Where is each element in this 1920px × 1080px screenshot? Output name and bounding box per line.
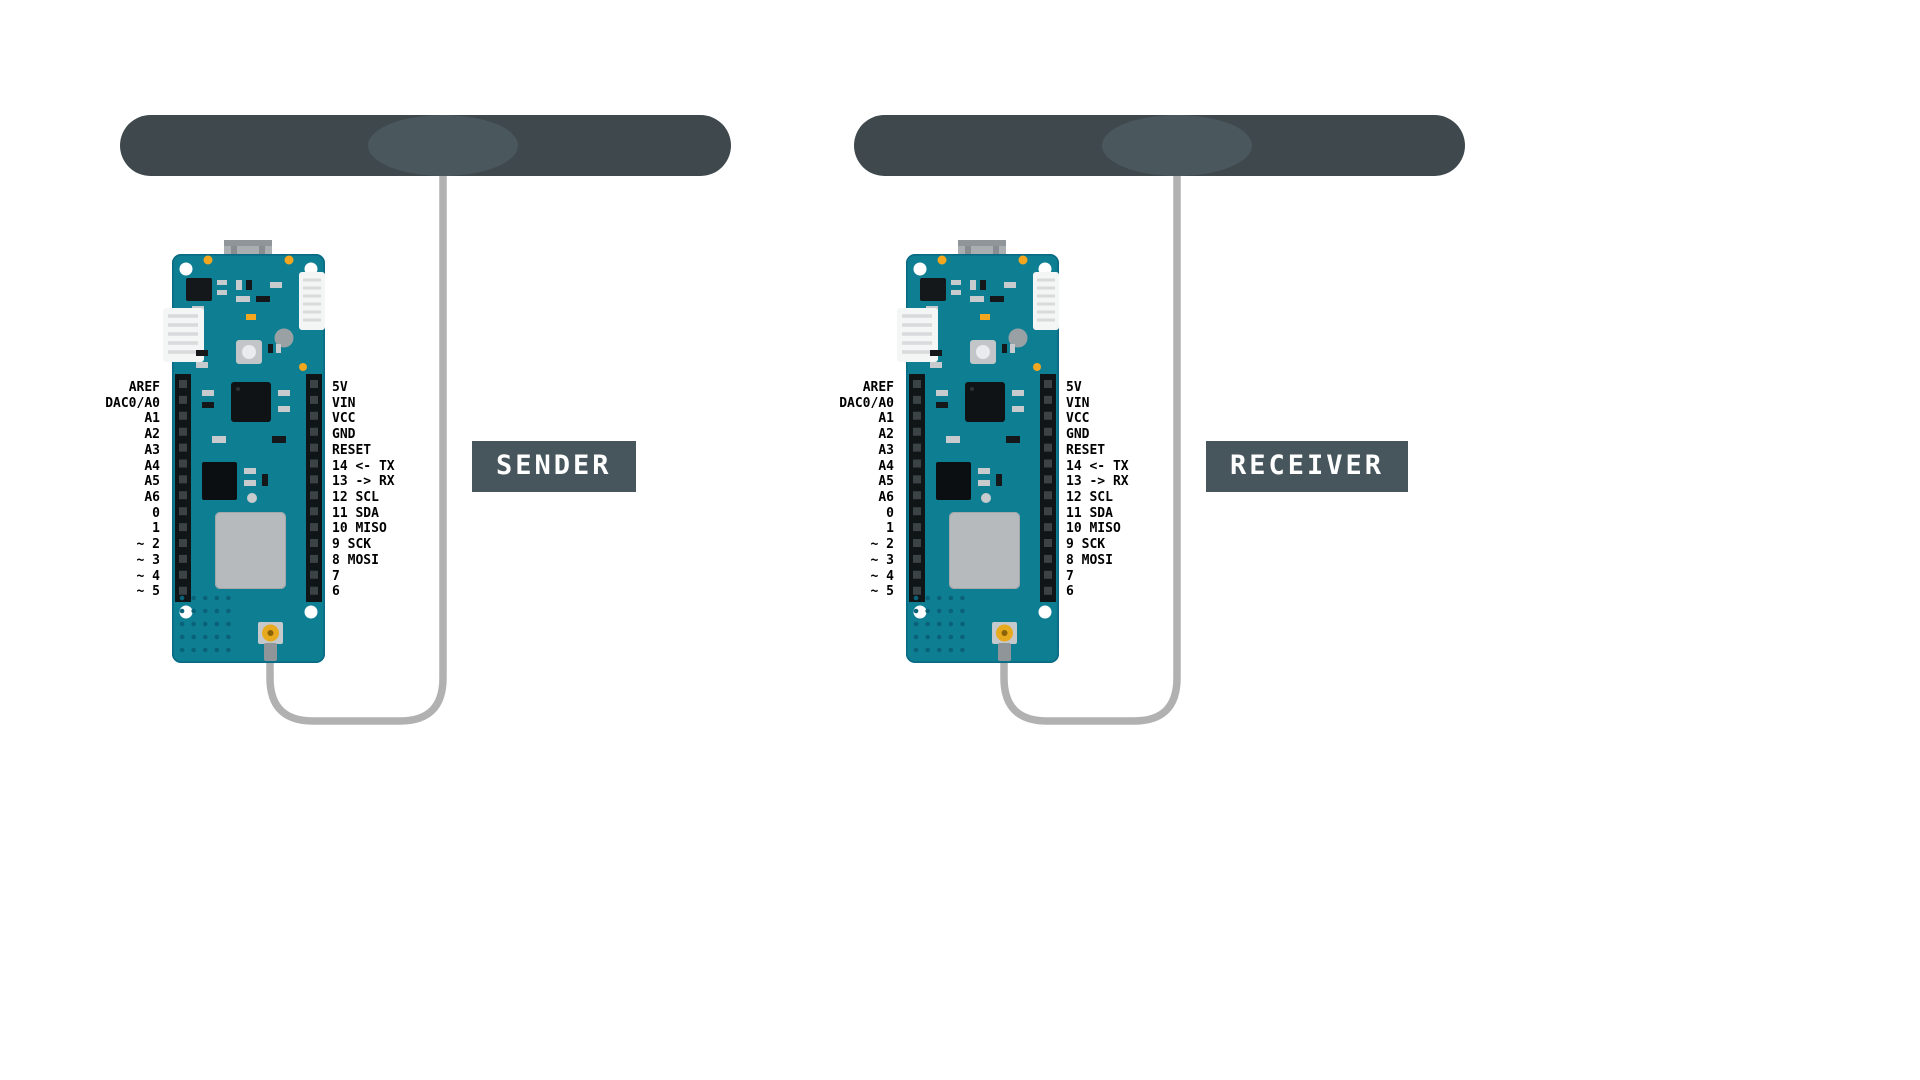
pin-label: A4 [144,458,160,474]
pin-label: ~ 3 [870,552,894,568]
pin-label: ~ 5 [136,584,160,600]
receiver-arduino-mkr-board [896,240,1069,663]
pin-label: 5V [1066,380,1082,395]
pin-label: 8 MOSI [332,552,379,568]
antenna-highlight [368,115,518,176]
sender-antenna [120,115,731,176]
pin-label: A1 [878,411,894,427]
pin-label: 13 -> RX [332,474,395,490]
sender-antenna-cable [266,172,447,725]
pin-label: A6 [878,490,894,506]
pin-label: VCC [1066,411,1090,427]
pin-label: ~ 4 [136,568,160,584]
receiver-role-label: RECEIVER [1206,441,1409,492]
pin-label: 0 [886,505,894,521]
pin-label: GND [1066,427,1090,443]
pin-label: ~ 5 [870,584,894,600]
pin-label: VIN [332,395,356,411]
pin-label: 11 SDA [1066,505,1113,521]
pin-label: ~ 3 [136,552,160,568]
pin-label: 1 [886,521,894,537]
pin-label: AREF [862,380,894,395]
pin-label: ~ 4 [870,568,894,584]
pin-label: RESET [332,442,372,458]
pin-label: 10 MISO [1066,521,1121,537]
pin-label: A5 [878,474,894,490]
pin-label: 9 SCK [1066,537,1106,553]
antenna-highlight [1102,115,1252,176]
pin-label: 14 <- TX [332,458,395,474]
pin-label: A2 [878,427,894,443]
pin-label: A3 [144,442,160,458]
pin-label: DAC0/A0 [105,395,160,411]
pin-label: 14 <- TX [1066,458,1129,474]
pin-label: A6 [144,490,160,506]
pin-label: VCC [332,411,356,427]
pin-label: 6 [332,584,340,600]
sender-role-label: SENDER [472,441,636,492]
pin-label: DAC0/A0 [839,395,894,411]
pin-label: ~ 2 [870,537,894,553]
pin-label: 0 [152,505,160,521]
pin-label: 10 MISO [332,521,387,537]
pin-label: 1 [152,521,160,537]
pin-label: A3 [878,442,894,458]
pin-label: 11 SDA [332,505,379,521]
pin-label: 5V [332,380,348,395]
pin-label: 13 -> RX [1066,474,1129,490]
pin-label: AREF [128,380,160,395]
pin-label: A1 [144,411,160,427]
pin-label: 8 MOSI [1066,552,1113,568]
pin-label: 6 [1066,584,1074,600]
pin-label: VIN [1066,395,1090,411]
receiver-antenna [854,115,1465,176]
pin-label: A2 [144,427,160,443]
pin-label: ~ 2 [136,537,160,553]
pin-label: RESET [1066,442,1106,458]
sender-arduino-mkr-board [162,240,335,663]
pin-label: 12 SCL [332,490,379,506]
receiver-antenna-cable [1000,172,1181,725]
pin-label: 7 [1066,568,1074,584]
pin-label: 7 [332,568,340,584]
pin-label: 12 SCL [1066,490,1113,506]
pin-label: A5 [144,474,160,490]
pin-label: A4 [878,458,894,474]
pin-label: 9 SCK [332,537,372,553]
pin-label: GND [332,427,356,443]
